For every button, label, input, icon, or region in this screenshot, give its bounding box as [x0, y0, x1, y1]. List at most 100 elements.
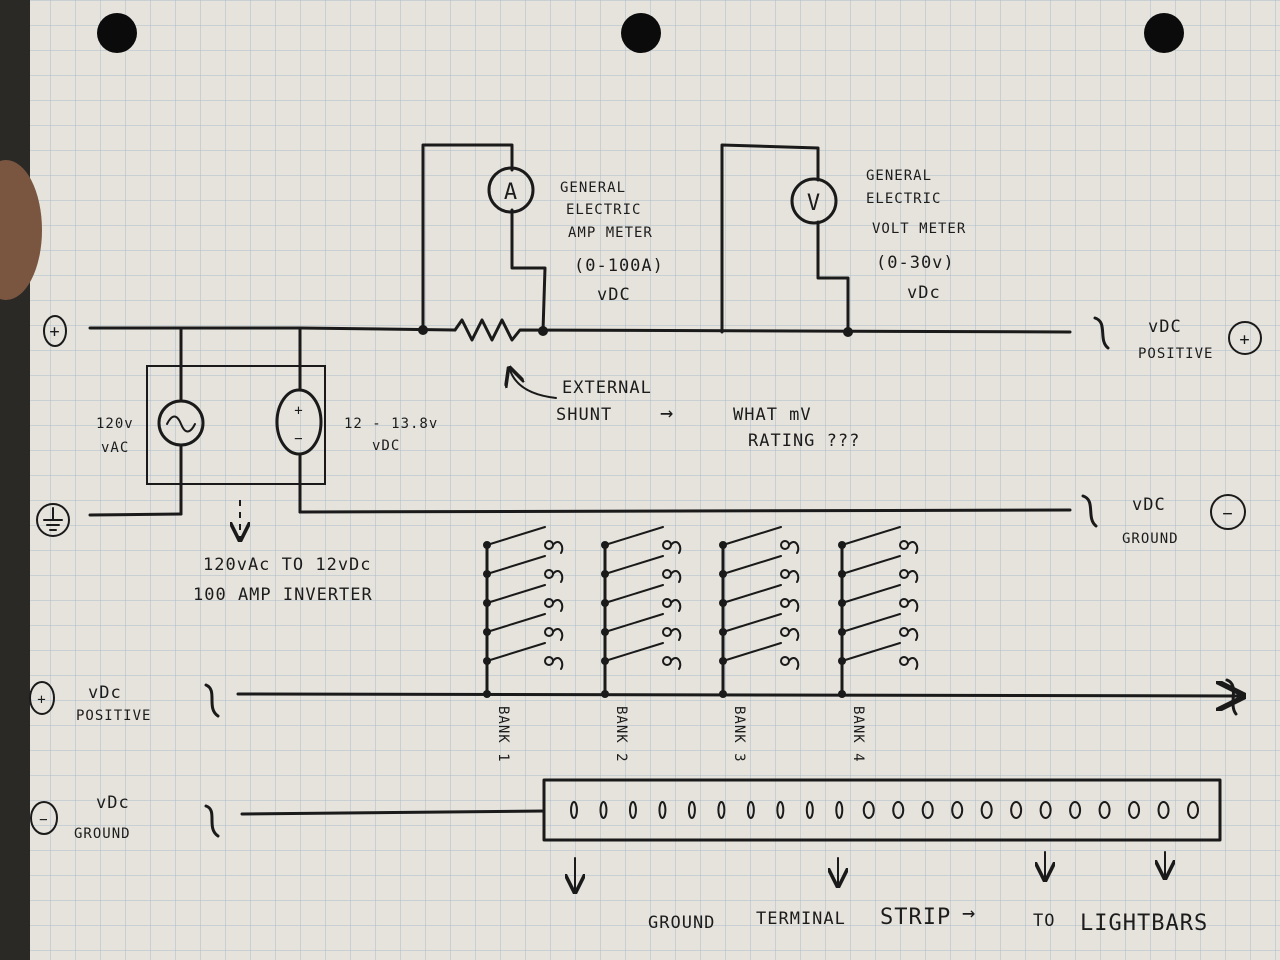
dc-source-label: 12 - 13.8v [344, 416, 438, 432]
top-rail-break-symbol [1093, 316, 1110, 350]
terminal-note-arrow: → [962, 901, 976, 926]
volt-meter-label: GENERAL ELECTRIC VOLT METER (0-30v) vDc [866, 168, 965, 303]
top-left-positive-symbol: + [43, 315, 67, 347]
switch-output-break [552, 541, 564, 554]
ground-terminal-strip [542, 778, 1222, 842]
switch-output-break [788, 657, 800, 670]
plus-sign: + [37, 692, 46, 708]
switch-output-break [907, 657, 919, 670]
ac-source-icon [157, 399, 205, 447]
binder-hole [621, 13, 661, 53]
volt-label-line: ELECTRIC [866, 191, 941, 207]
terminal-screw [892, 801, 905, 819]
volt-meter-lead-right [816, 220, 850, 334]
switch-bank: BANK 1 [483, 526, 564, 763]
amp-label-line: AMP METER [568, 225, 653, 241]
volt-meter-lead-left [720, 143, 820, 334]
switch-arm [722, 555, 782, 575]
ground-rail-break-symbol [1081, 494, 1098, 528]
inverter-note-line: 100 AMP INVERTER [193, 585, 373, 605]
amp-meter-lead-left [421, 143, 514, 332]
terminal-screw [835, 801, 844, 819]
switch-bank: BANK 3 [719, 526, 800, 763]
lower-ground-label: GROUND [74, 826, 131, 842]
binder-holes [97, 13, 1184, 53]
amp-label-line: vDC [597, 285, 631, 305]
shunt-note-arrow: → [660, 401, 674, 426]
binder-hole [97, 13, 137, 53]
terminal-screw [599, 801, 608, 819]
switch-arm [486, 526, 546, 546]
lower-positive-label: POSITIVE [76, 708, 151, 724]
dc-plus-sign: + [294, 403, 303, 419]
amp-letter: A [504, 180, 518, 205]
switch-output-break [670, 570, 682, 583]
dc-minus-sign: − [294, 431, 303, 447]
switch-arm [604, 526, 664, 546]
inverter-box: 120v vAC + − 12 - 13.8v vDC [96, 326, 438, 516]
switch-output-break [907, 599, 919, 612]
switch-output-break [552, 599, 564, 612]
lower-positive-end-break [1225, 678, 1238, 716]
shunt-question-line: RATING ??? [748, 431, 860, 451]
ground-rail-wire [298, 508, 1072, 514]
lower-ground-label: vDc [96, 793, 130, 813]
switch-output-break [552, 657, 564, 670]
switch-arm [841, 584, 901, 604]
top-right-label-vdc: vDC [1148, 317, 1182, 337]
top-right-positive-symbol: + [1228, 321, 1262, 355]
plus-sign: + [1239, 330, 1250, 350]
amp-meter-symbol: A [487, 166, 535, 214]
terminal-screw [1098, 801, 1111, 819]
minus-sign: − [39, 812, 48, 828]
shunt-resistor [453, 318, 1072, 342]
shunt-question-line: WHAT mV [733, 405, 812, 425]
switch-output-break [907, 541, 919, 554]
terminal-screw [776, 801, 785, 819]
switch-arm [841, 642, 901, 662]
switch-output-break [552, 570, 564, 583]
switch-arm [604, 642, 664, 662]
terminal-screw [1187, 801, 1199, 819]
terminal-screw [1157, 801, 1170, 819]
amp-label-line: GENERAL [560, 180, 626, 196]
switch-arm [604, 555, 664, 575]
ground-right-label-vdc: vDC [1132, 495, 1166, 515]
terminal-screw [980, 801, 993, 819]
bank-label: BANK 3 [731, 706, 747, 763]
switch-arm [486, 613, 546, 633]
binder-hole [1144, 13, 1184, 53]
amp-label-line: (0-100A) [574, 256, 664, 276]
volt-label-line: GENERAL [866, 168, 932, 184]
shunt-arrow [510, 370, 557, 399]
switch-arm [722, 526, 782, 546]
switch-output-break [670, 628, 682, 641]
dc-source-icon [275, 388, 323, 456]
switch-banks: BANK 1 BANK 2 BANK 3 BANK 4 [483, 526, 919, 763]
finger-shadow [0, 160, 42, 300]
shunt-note-line: SHUNT [556, 405, 612, 425]
inverter-note-line: 120vAc TO 12vDc [203, 555, 372, 575]
terminal-screw [862, 801, 875, 819]
plus-sign: + [49, 322, 60, 342]
terminal-screw [687, 801, 696, 819]
switch-output-break [670, 541, 682, 554]
switch-output-break [907, 570, 919, 583]
terminal-note-word: TERMINAL [756, 909, 846, 929]
switch-arm [486, 555, 546, 575]
switch-arm [604, 613, 664, 633]
switch-output-break [670, 657, 682, 670]
switch-output-break [907, 628, 919, 641]
switch-output-break [788, 570, 800, 583]
switch-output-break [788, 541, 800, 554]
amp-meter-label: GENERAL ELECTRIC AMP METER (0-100A) vDC [560, 180, 664, 305]
switch-arm [841, 613, 901, 633]
minus-sign: − [1222, 504, 1233, 524]
bank-label: BANK 4 [850, 706, 866, 763]
lower-positive-symbol: + [29, 681, 55, 715]
bank-label: BANK 2 [613, 706, 629, 763]
sine-wave-icon [166, 415, 196, 433]
switch-output-break [788, 599, 800, 612]
